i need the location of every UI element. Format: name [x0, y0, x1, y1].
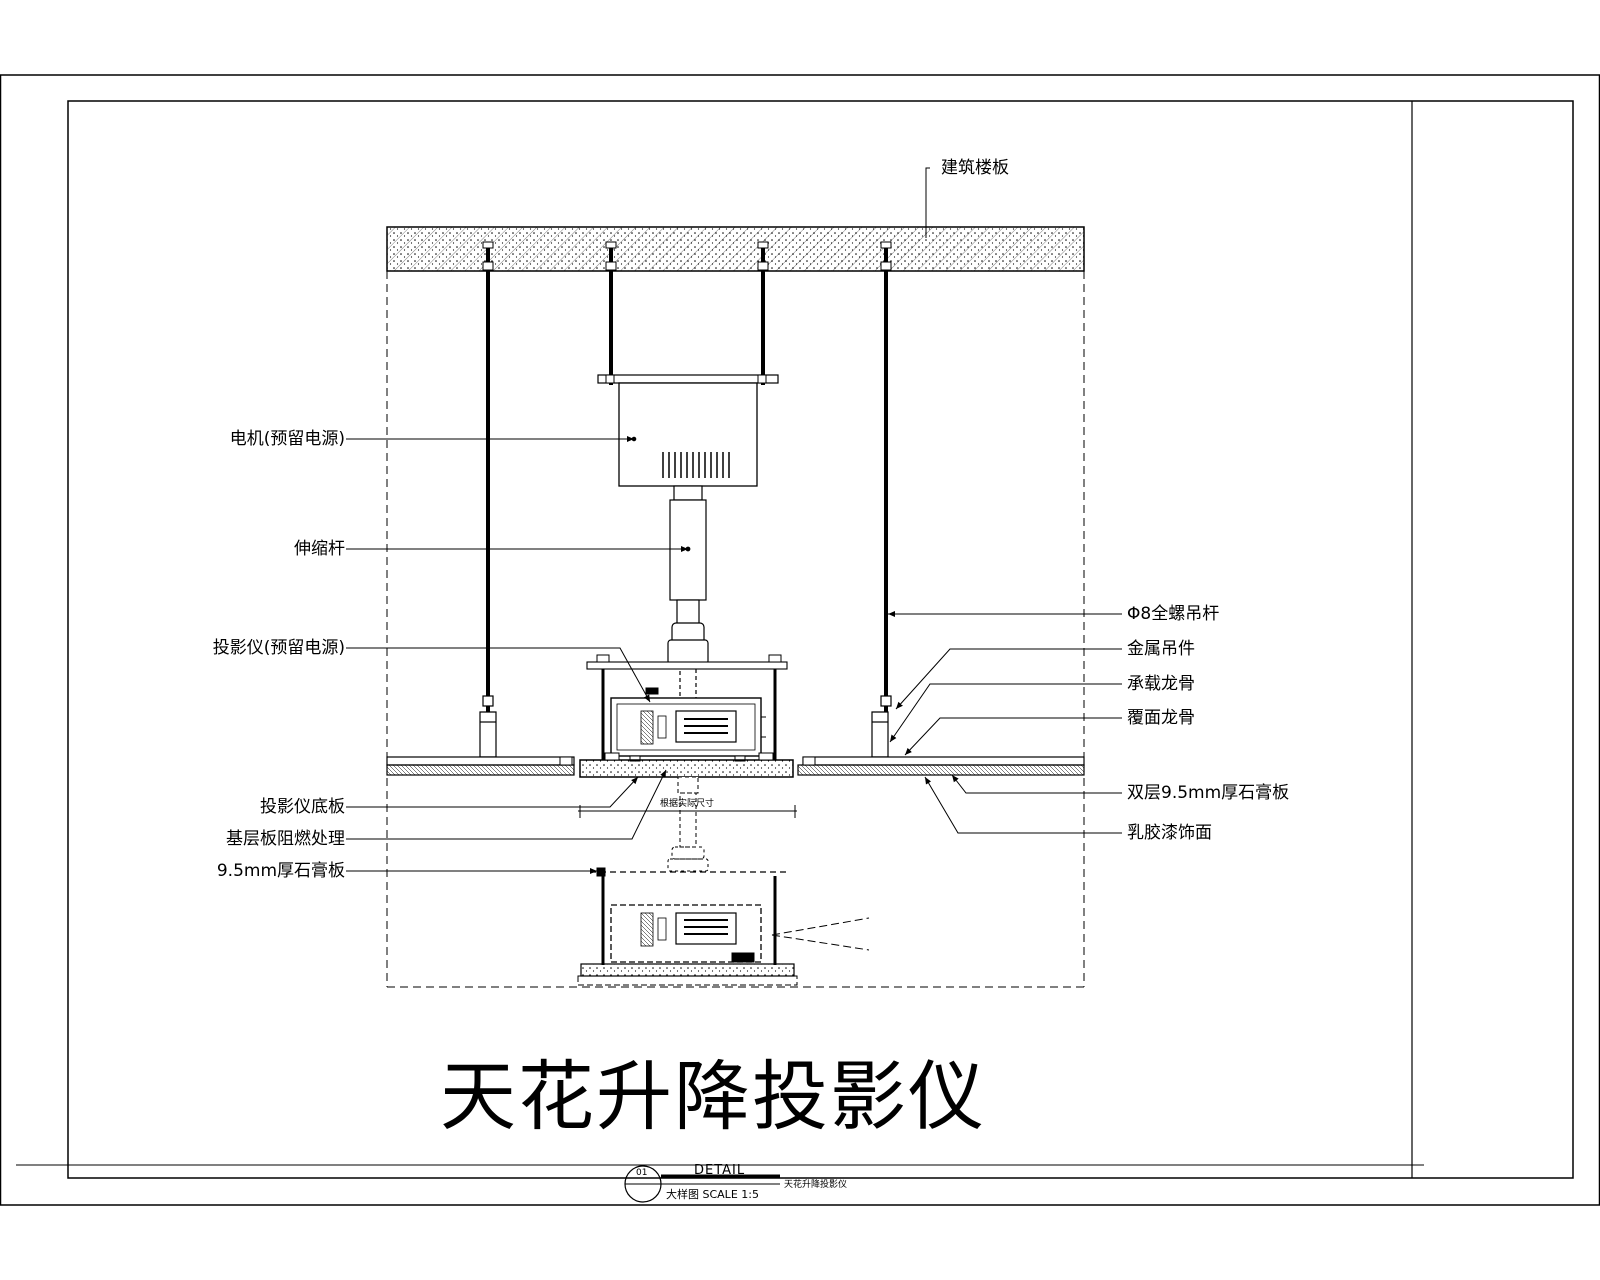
hanger-rods	[482, 241, 892, 712]
lowered-assembly	[577, 776, 870, 986]
floor-slab	[386, 226, 1085, 272]
dashed-boundary	[386, 271, 1085, 988]
label-motor: 电机(预留电源)	[229, 429, 345, 449]
detail-number: 01	[636, 1168, 648, 1178]
leader-lines-right	[888, 167, 1122, 834]
label-base-board: 基层板阻燃处理	[226, 829, 345, 849]
metal-hangers	[479, 695, 892, 758]
dimension-note: 根据实际尺寸	[660, 799, 715, 809]
label-latex-paint: 乳胶漆饰面	[1127, 823, 1212, 843]
drawing-title: 天花升降投影仪	[440, 1052, 986, 1141]
label-projector-base: 投影仪底板	[260, 797, 345, 817]
label-gypsum-double: 双层9.5mm厚石膏板	[1127, 783, 1290, 803]
ceiling-layers	[386, 752, 1085, 778]
detail-symbol	[624, 1165, 780, 1203]
scale-text: 大样图 SCALE 1:5	[666, 1188, 759, 1201]
motor-box	[597, 374, 779, 487]
label-gypsum-single: 9.5mm厚石膏板	[216, 861, 345, 881]
label-hanger-rod: Φ8全螺吊杆	[1127, 604, 1220, 624]
telescopic-rod	[667, 485, 709, 700]
label-floor-slab: 建筑楼板	[941, 158, 1009, 178]
leader-lines-left	[346, 436, 688, 874]
label-metal-hanger: 金属吊件	[1127, 639, 1195, 659]
projector-upper	[586, 654, 788, 762]
detail-label: DETAIL	[694, 1163, 746, 1178]
label-projector: 投影仪(预留电源)	[212, 638, 345, 658]
label-cover-keel: 覆面龙骨	[1127, 708, 1195, 728]
label-main-keel: 承载龙骨	[1127, 674, 1195, 694]
label-telescopic-rod: 伸缩杆	[294, 539, 345, 559]
drawing-name-small: 天花升降投影仪	[784, 1180, 848, 1190]
